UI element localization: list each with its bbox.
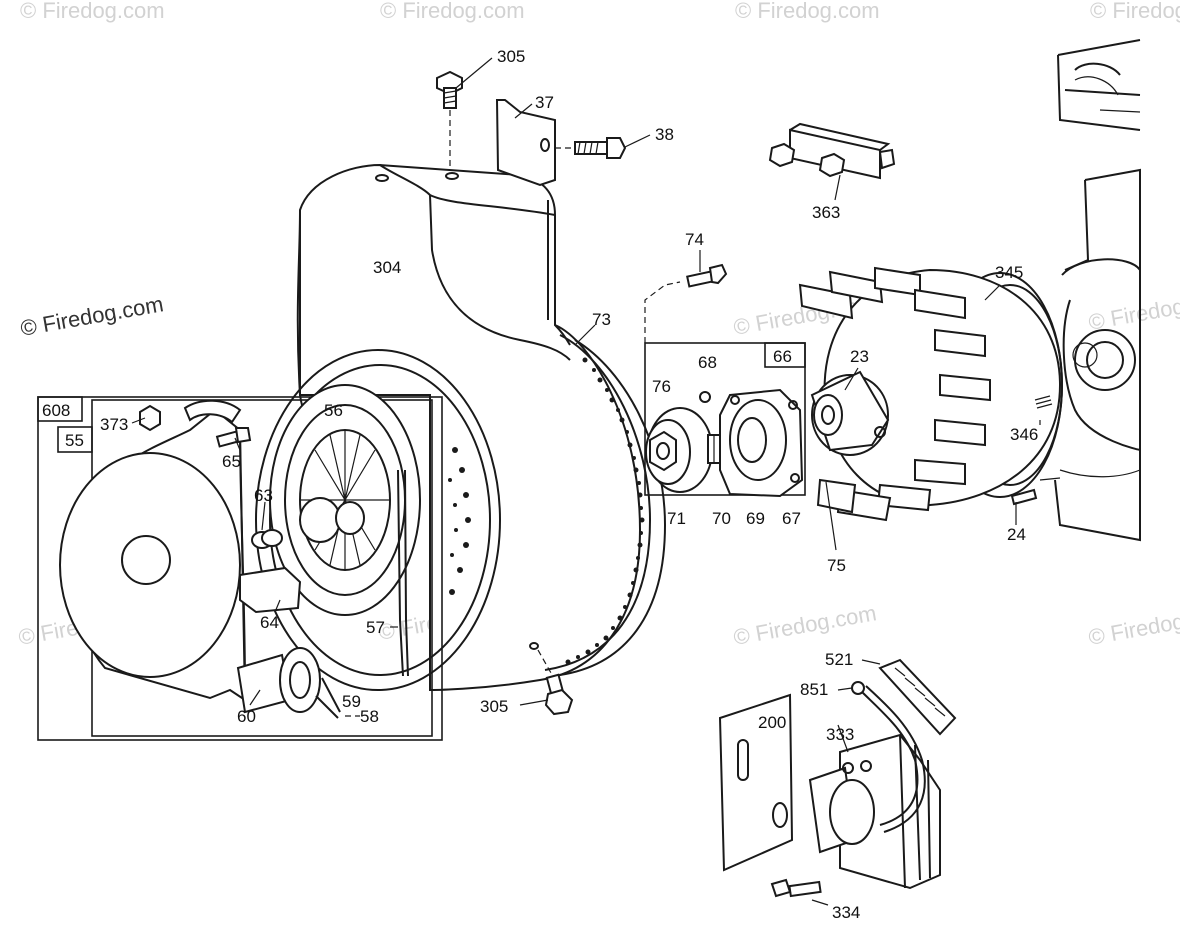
blower-housing-304 — [255, 99, 667, 692]
clutch-assembly-66 — [644, 281, 806, 498]
callout-521: 521 — [825, 650, 853, 669]
callout-68: 68 — [698, 353, 717, 372]
bracket-363 — [768, 122, 896, 180]
callout-851: 851 — [800, 680, 828, 699]
callout-67: 67 — [782, 509, 801, 528]
callout-labels: 305 37 38 363 74 304 73 345 66 68 23 76 … — [42, 47, 1038, 922]
callout-74: 74 — [685, 230, 704, 249]
callout-333: 333 — [826, 725, 854, 744]
callout-63: 63 — [254, 486, 273, 505]
label-box-66 — [764, 342, 806, 368]
bolt-305-top — [436, 70, 463, 170]
callout-363: 363 — [812, 203, 840, 222]
watermark-top-3: © Firedog.com — [735, 0, 880, 23]
bolt-38 — [555, 137, 627, 159]
label-box-608 — [37, 396, 83, 422]
callout-345: 345 — [995, 263, 1023, 282]
callout-304: 304 — [373, 258, 401, 277]
callout-70: 70 — [712, 509, 731, 528]
callout-305-top: 305 — [497, 47, 525, 66]
watermark-top-4: © Firedog.com — [1090, 0, 1180, 23]
leader-lines — [131, 57, 1041, 906]
bolt-74 — [686, 263, 728, 288]
callout-59: 59 — [342, 692, 361, 711]
callout-38: 38 — [655, 125, 674, 144]
callout-200: 200 — [758, 713, 786, 732]
watermark-mid-3: © Firedog.com — [1087, 285, 1180, 335]
callout-60: 60 — [237, 707, 256, 726]
watermark-dark: © Firedog.com — [19, 291, 166, 341]
callout-57: 57 — [366, 618, 385, 637]
callout-71: 71 — [667, 509, 686, 528]
callout-66: 66 — [773, 347, 792, 366]
screen-dots — [565, 357, 645, 665]
clutch-box-66 — [644, 342, 806, 496]
callout-69: 69 — [746, 509, 765, 528]
callout-75: 75 — [827, 556, 846, 575]
watermark-low-3: © Firedog.com — [732, 600, 879, 650]
callout-73: 73 — [592, 310, 611, 329]
callout-55: 55 — [65, 431, 84, 450]
watermark-low-4: © Firedog.com — [1087, 600, 1180, 650]
ignition-assembly — [718, 658, 957, 898]
flywheel-345 — [798, 266, 1063, 522]
callout-64: 64 — [260, 613, 279, 632]
callout-76: 76 — [652, 377, 671, 396]
callout-37: 37 — [535, 93, 554, 112]
callout-24: 24 — [1007, 525, 1026, 544]
bolt-305-bottom — [537, 649, 574, 716]
flywheel-fins — [798, 266, 991, 522]
callout-608: 608 — [42, 401, 70, 420]
callout-373: 373 — [100, 415, 128, 434]
callout-334: 334 — [832, 903, 860, 922]
callout-58: 58 — [360, 707, 379, 726]
engine-block-drawing — [1039, 39, 1141, 542]
callout-23: 23 — [850, 347, 869, 366]
starter-assembly-608 — [37, 384, 443, 741]
opening-dots — [448, 447, 471, 595]
callout-56: 56 — [324, 401, 343, 420]
starter-box-608 — [37, 396, 443, 741]
label-box-55 — [57, 426, 93, 453]
callout-65: 65 — [222, 452, 241, 471]
watermark-top-2: © Firedog.com — [380, 0, 525, 23]
watermark-top-1: © Firedog.com — [20, 0, 165, 23]
callout-305-bottom: 305 — [480, 697, 508, 716]
callout-346: 346 — [1010, 425, 1038, 444]
